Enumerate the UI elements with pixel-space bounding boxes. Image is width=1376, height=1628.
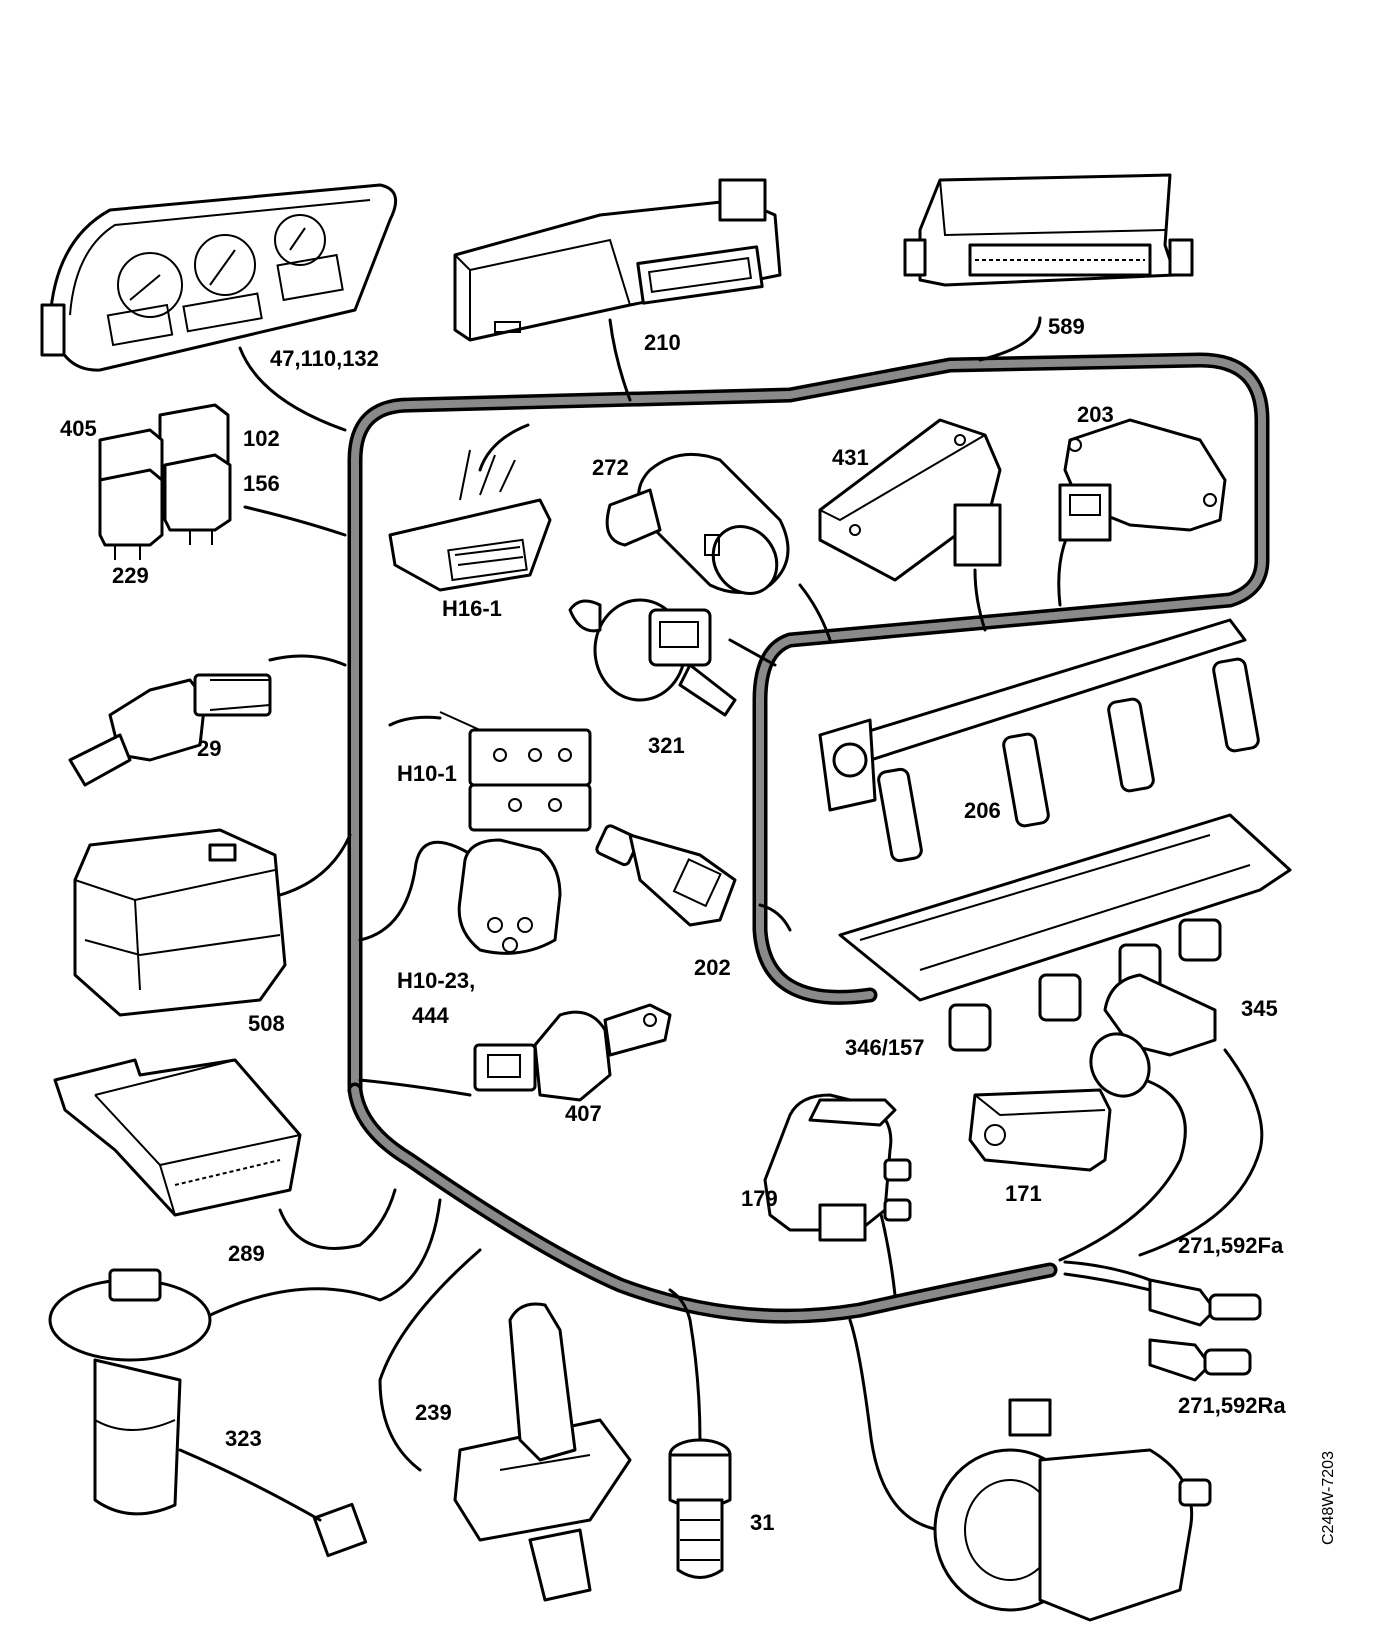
label-throttle-sensor-203: 203 [1077,402,1114,427]
control-unit-210 [453,178,782,342]
drawing-code: C248W-7203 [1320,1451,1337,1545]
label-purge-valve-321: 321 [648,733,685,758]
label-ecu-589: 589 [1048,314,1085,339]
label-crank-sensor-345: 345 [1241,996,1278,1021]
idle-valve-272 [605,452,790,595]
brake-switch-29 [68,673,272,787]
connector-h10-1 [439,711,592,832]
pressure-sensor-171 [968,1088,1112,1172]
label-connector-444: 444 [412,1003,449,1028]
branch-wires [198,316,1264,1532]
label-ignition-module-431: 431 [832,445,869,470]
instrument-cluster [40,183,398,372]
fuel-pump-323 [48,1268,368,1558]
relay-group [98,403,232,560]
main-harness [347,352,1270,1324]
crank-sensor-345 [1089,973,1217,1098]
label-ecu-289: 289 [228,1241,265,1266]
label-relay-156: 156 [243,471,280,496]
label-injector-rail-206: 206 [964,798,1001,823]
pressure-switch-31 [668,1438,732,1579]
purge-valve-321 [568,598,737,717]
ecu-589 [903,173,1194,287]
label-connector-h10-1: H10-1 [397,761,457,786]
vacuum-valve-179 [763,1093,912,1242]
gear-selector-239 [453,1302,632,1602]
label-intake-manifold: 346/157 [845,1035,925,1060]
injector-rail-206 [818,618,1260,863]
label-pressure-sensor-171: 171 [1005,1181,1042,1206]
harness-lower [347,1082,1058,1324]
label-fuel-pump-323: 323 [225,1426,262,1451]
temp-sensor-202 [595,824,737,927]
label-instrument-cluster: 47,110,132 [270,346,379,371]
label-relay-102: 102 [243,426,280,451]
ecu-289 [53,1058,302,1217]
label-pressure-switch-31: 31 [750,1510,775,1535]
diag-connector-h16 [388,449,552,592]
label-oxygen-sensor-rear: 271,592Ra [1178,1393,1286,1418]
label-relay-229: 229 [112,563,149,588]
temp-switch-407 [473,1003,672,1102]
label-module-508: 508 [248,1011,285,1036]
label-brake-switch-29: 29 [197,736,222,761]
label-connector-h10-23: H10-23, [397,968,476,993]
label-diag-connector-h16: H16-1 [442,596,502,621]
module-508 [73,828,287,1017]
label-temp-sensor-202: 202 [694,955,731,980]
label-relay-405: 405 [60,416,97,441]
ac-compressor [933,1398,1212,1622]
label-temp-switch-407: 407 [565,1101,602,1126]
oxygen-sensors [1148,1278,1262,1382]
connector-h10-23 [457,838,562,955]
label-idle-valve-272: 272 [592,455,629,480]
label-vacuum-valve-179: 179 [741,1186,778,1211]
label-gear-selector-239: 239 [415,1400,452,1425]
label-oxygen-sensor-front: 271,592Fa [1178,1233,1284,1258]
ignition-module-431 [818,418,1002,582]
label-control-unit-210: 210 [644,330,681,355]
throttle-sensor-203 [1058,418,1227,542]
